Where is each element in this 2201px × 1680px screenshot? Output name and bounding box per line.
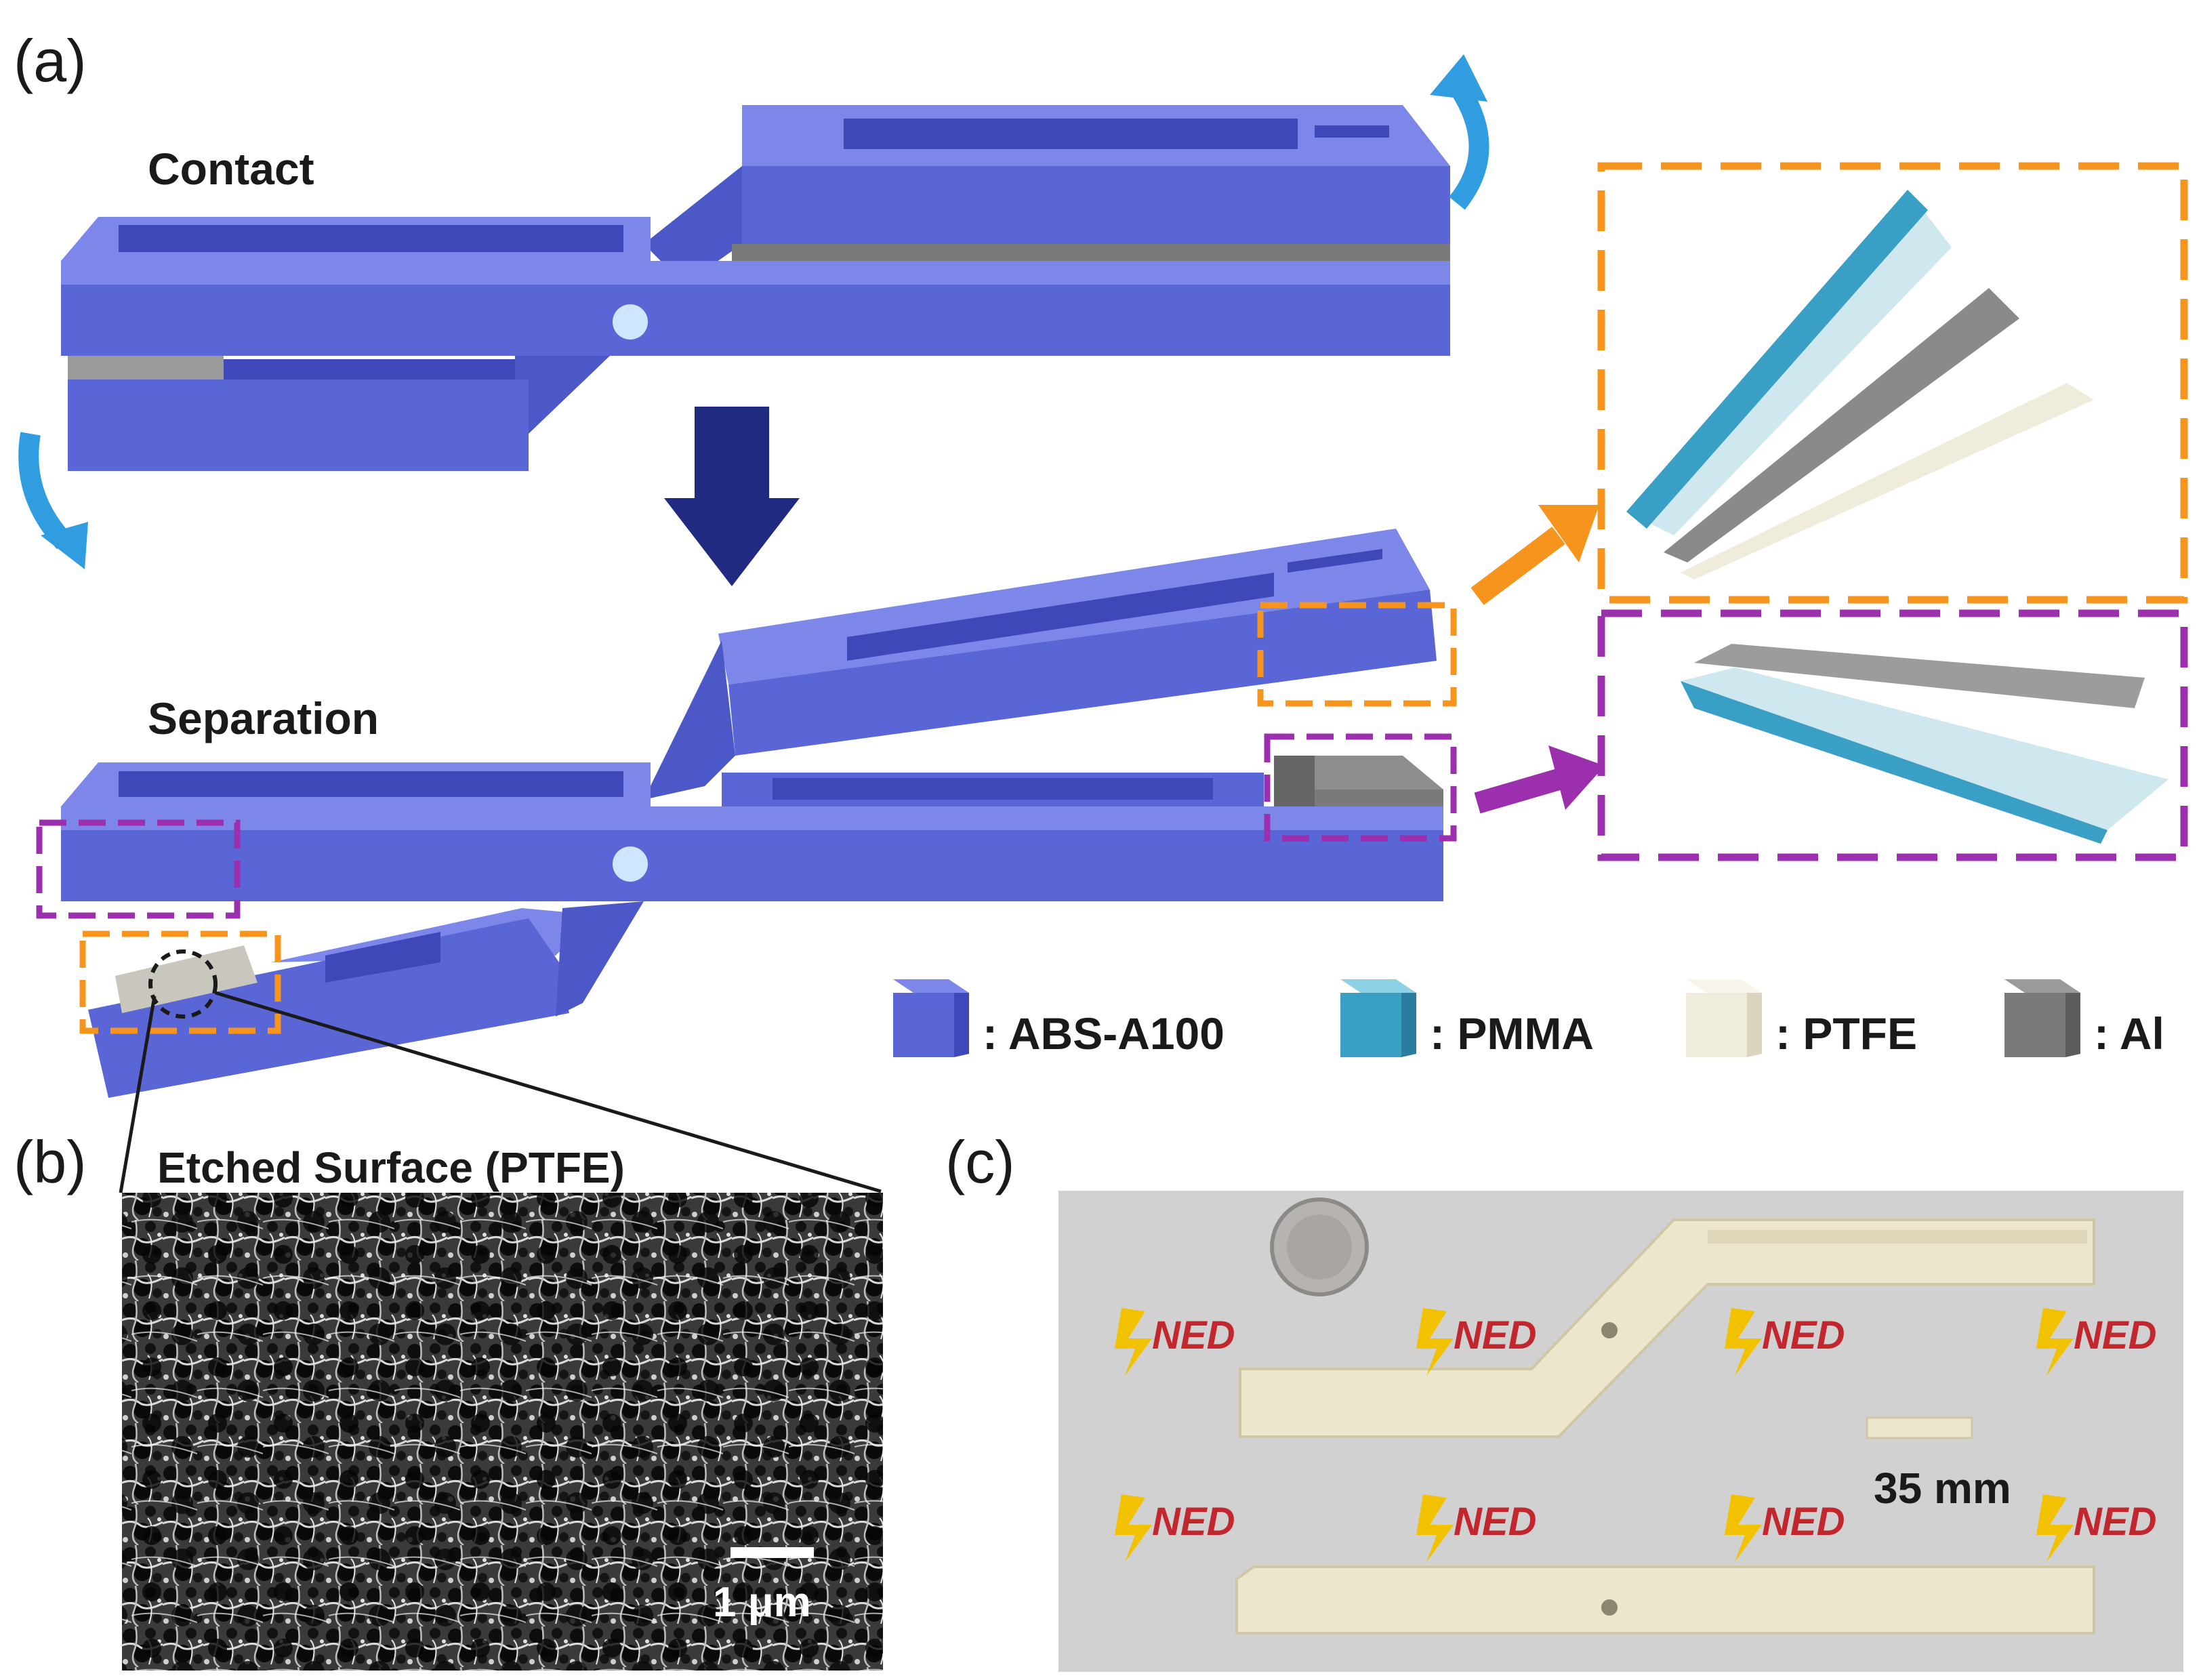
orange-arrow-icon — [1470, 505, 1599, 605]
rotate-down-arrow-icon — [18, 432, 73, 550]
rotate-up-arrow-icon — [1448, 79, 1489, 210]
inset-orange — [1597, 162, 2188, 604]
inset-purple — [1597, 609, 2188, 861]
ned-watermarks: NED NED NED NED NED NED NED NED — [1115, 1308, 2156, 1562]
ned-logo: NED — [1762, 1500, 1845, 1544]
legend: : ABS-A100 : PMMA : PTFE : Al — [893, 979, 2164, 1059]
sem-scale-label: 1 μm — [713, 1579, 811, 1626]
contact-device — [61, 105, 1450, 471]
device-photo: NED NED NED NED NED NED NED NED 35 mm — [1058, 1191, 2183, 1672]
panel-label-a: (a) — [14, 27, 87, 94]
purple-arrow-icon — [1474, 745, 1605, 814]
legend-item-pmma: : PMMA — [1340, 979, 1594, 1059]
inset-purple-layers — [1681, 644, 2168, 844]
pivot-hole — [613, 304, 648, 340]
zoom-line-left — [119, 996, 157, 1193]
photo-scale-label: 35 mm — [1874, 1464, 2011, 1513]
legend-label-abs: : ABS-A100 — [983, 1008, 1225, 1059]
legend-label-ptfe: : PTFE — [1775, 1008, 1917, 1059]
highlight-purple-left — [36, 819, 241, 919]
ned-logo: NED — [1454, 1313, 1536, 1357]
highlight-orange-left — [79, 930, 281, 1034]
pivot-hole — [613, 846, 648, 882]
separation-device — [61, 529, 1443, 1098]
sem-location-marker — [148, 949, 218, 1019]
panel-label-c: (c) — [945, 1128, 1015, 1195]
separation-label: Separation — [148, 693, 379, 743]
legend-item-ptfe: : PTFE — [1686, 979, 1917, 1059]
legend-label-al: : Al — [2094, 1008, 2164, 1059]
legend-label-pmma: : PMMA — [1430, 1008, 1594, 1059]
small-piece — [1866, 1416, 1973, 1439]
transition-arrow-icon — [664, 407, 800, 586]
contact-label: Contact — [148, 144, 314, 194]
inset-orange-layers — [1626, 190, 2094, 579]
legend-item-abs: : ABS-A100 — [893, 979, 1225, 1059]
sem-title: Etched Surface (PTFE) — [157, 1143, 625, 1192]
panel-label-b: (b) — [14, 1128, 87, 1195]
zoom-line-right — [215, 991, 882, 1193]
ned-logo: NED — [1454, 1500, 1536, 1544]
highlight-purple-right — [1264, 733, 1457, 842]
sem-scale-bar — [731, 1547, 814, 1558]
highlight-orange-top — [1257, 602, 1457, 707]
ned-logo: NED — [1762, 1313, 1845, 1357]
sem-image: 1 μm — [122, 1193, 883, 1671]
ned-logo: NED — [2074, 1500, 2156, 1544]
ned-logo: NED — [2074, 1313, 2156, 1357]
legend-item-al: : Al — [2004, 979, 2164, 1059]
ned-logo: NED — [1152, 1313, 1235, 1357]
ned-logo: NED — [1152, 1500, 1235, 1544]
